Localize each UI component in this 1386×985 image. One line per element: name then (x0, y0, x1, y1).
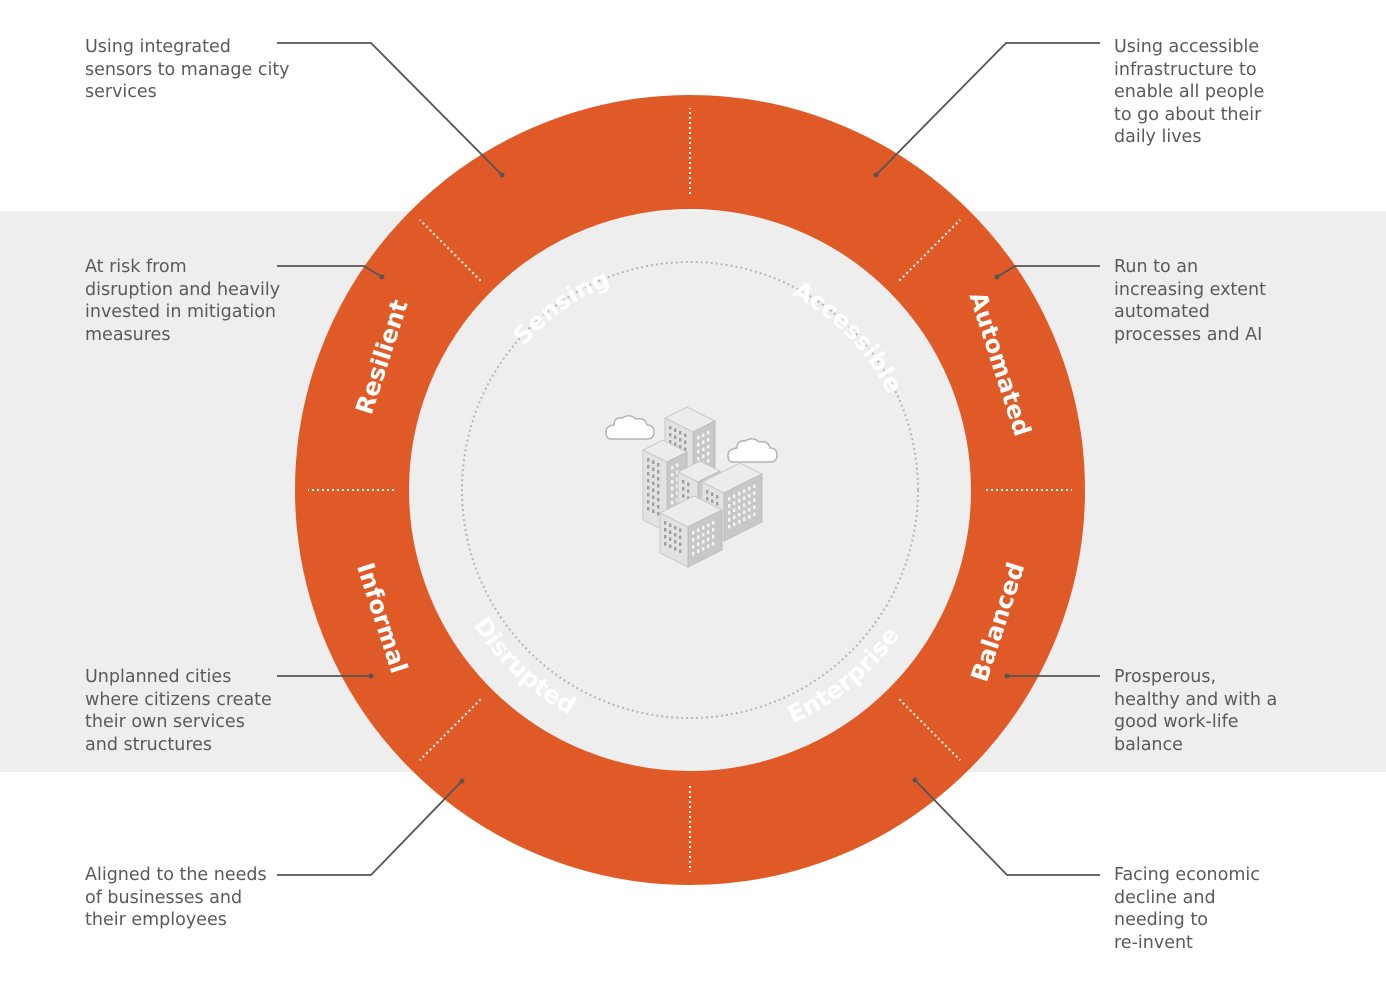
description-line: disruption and heavily (85, 279, 281, 300)
description-line: measures (85, 324, 171, 345)
description-line: re-invent (1114, 932, 1193, 953)
description-balanced: Prosperous, healthy and with a good work… (1114, 666, 1277, 756)
description-line: enable all people (1114, 82, 1265, 102)
connector-dot (994, 274, 1000, 280)
description-disrupted: Facing economic decline and needing to r… (1114, 864, 1260, 954)
connector-line-resilient (277, 265, 383, 278)
description-line: sensors to manage city (85, 59, 290, 80)
inner-dotted-circle (461, 261, 919, 719)
connector-line-sensing (277, 42, 503, 176)
segment-label-sensing: Sensing (508, 264, 614, 350)
description-line: increasing extent (1114, 279, 1267, 300)
description-line: Unplanned cities (85, 667, 232, 687)
city-buildings-icon (605, 406, 778, 568)
description-line: invested in mitigation (85, 302, 276, 322)
description-line: their employees (85, 910, 227, 930)
building (658, 495, 724, 568)
description-line: needing to (1114, 910, 1208, 930)
segment-label-accessible: Accessible (788, 275, 908, 397)
cloud-icon (605, 415, 655, 440)
description-line: Prosperous, (1114, 667, 1217, 687)
connector-dot (459, 778, 465, 784)
description-line: daily lives (1114, 127, 1202, 147)
connector-line-automated (996, 265, 1100, 278)
segment-dividers (308, 108, 1072, 872)
description-line: good work-life (1114, 712, 1239, 732)
description-informal: Unplanned cities where citizens create t… (85, 666, 272, 756)
description-line: services (85, 82, 157, 102)
connector-dot (499, 172, 505, 178)
cloud-icon (727, 438, 778, 463)
description-line: Facing economic (1114, 865, 1260, 885)
description-line: of businesses and (85, 887, 243, 908)
connector-line-disrupted (914, 779, 1100, 876)
connector-line-enterprise (277, 780, 463, 876)
description-line: Run to an (1114, 257, 1199, 277)
description-line: to go about their (1114, 104, 1262, 125)
description-line: infrastructure to (1114, 59, 1257, 80)
connector-line-accessible (875, 42, 1100, 176)
description-line: automated (1114, 302, 1210, 322)
connector-dot (379, 274, 385, 280)
connector-dot (912, 777, 918, 783)
connector-lines (277, 42, 1100, 876)
segment-divider (898, 219, 961, 282)
description-line: and structures (85, 734, 213, 755)
description-automated: Run to an increasing extent automated pr… (1114, 256, 1266, 346)
description-enterprise: Aligned to the needs of businesses and t… (85, 864, 267, 932)
description-line: Using integrated (85, 37, 231, 57)
description-line: Aligned to the needs (85, 865, 267, 885)
description-line: their own services (85, 712, 245, 732)
description-sensing: Using integrated sensors to manage city … (85, 36, 290, 104)
connector-dot (873, 172, 879, 178)
connector-dot (1004, 673, 1010, 679)
segment-divider (419, 698, 482, 761)
segment-divider (419, 219, 482, 282)
description-line: At risk from (85, 257, 187, 277)
description-accessible: Using accessible infrastructure to enabl… (1114, 36, 1264, 149)
description-resilient: At risk from disruption and heavily inve… (85, 256, 280, 346)
description-line: where citizens create (85, 689, 272, 710)
description-line: decline and (1114, 887, 1216, 908)
description-line: balance (1114, 734, 1183, 755)
connector-dot (368, 673, 374, 679)
description-line: healthy and with a (1114, 689, 1278, 710)
segment-divider (898, 698, 961, 761)
description-line: Using accessible (1114, 37, 1260, 57)
description-line: processes and AI (1114, 324, 1263, 345)
